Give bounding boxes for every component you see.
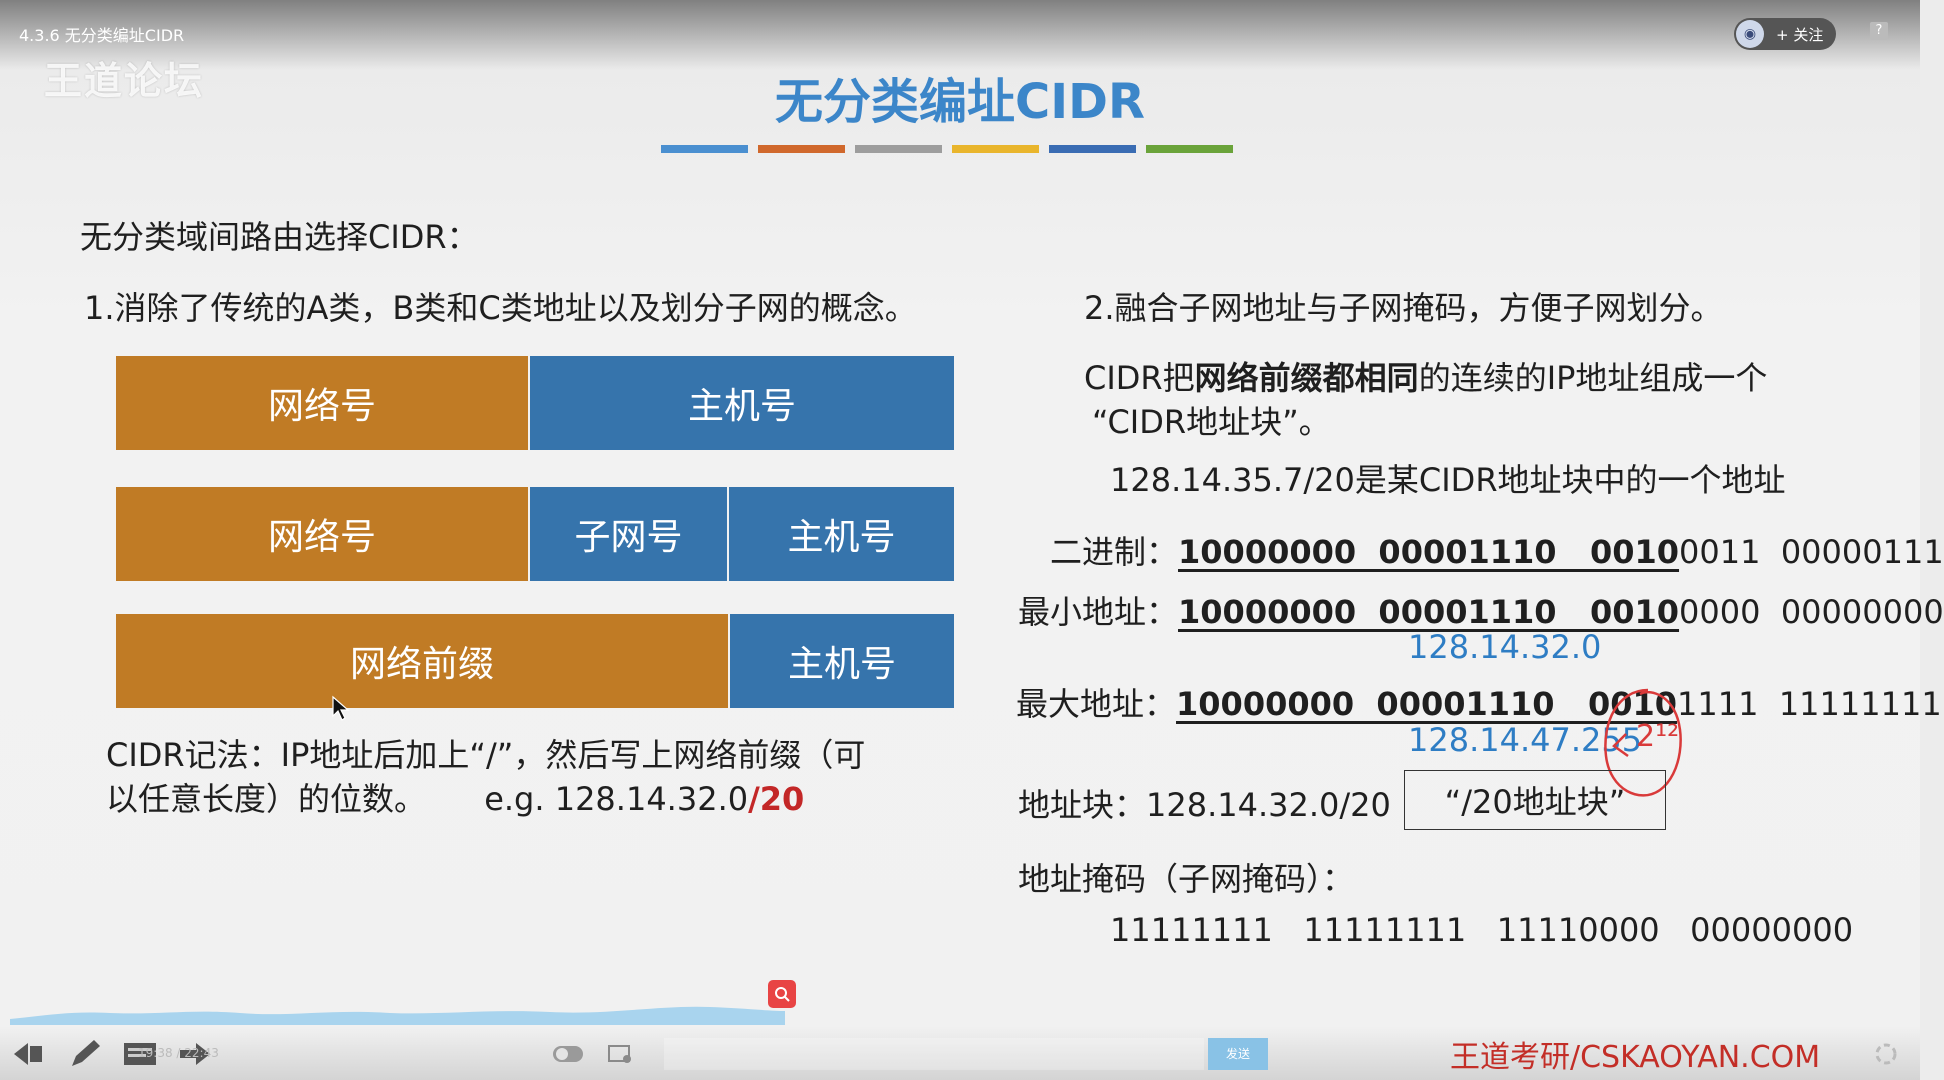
color-bar — [1146, 145, 1233, 153]
help-icon[interactable]: ? — [1870, 22, 1888, 40]
cursor-icon — [332, 695, 350, 721]
point-1: 1.消除了传统的A类，B类和C类地址以及划分子网的概念。 — [84, 289, 917, 327]
notation-line-2: 以任意长度）的位数。 e.g. 128.14.32.0/20 — [106, 774, 804, 820]
color-bar — [952, 145, 1039, 153]
color-bar — [758, 145, 845, 153]
color-bar — [1049, 145, 1136, 153]
video-title: 4.3.6 无分类编址CIDR — [19, 26, 185, 45]
slide-title: 无分类编址CIDR — [775, 74, 1145, 130]
timecode: 19:38 / 22:43 — [138, 1046, 219, 1060]
min-label: 最小地址： — [1018, 593, 1179, 631]
fullscreen-icon — [1875, 1043, 1897, 1065]
address-block-label: 地址块：128.14.32.0/20 — [1018, 786, 1391, 824]
next-button[interactable] — [176, 1038, 216, 1070]
notation-line-1: CIDR记法：IP地址后加上“/”，然后写上网络前缀（可 — [106, 736, 866, 774]
host-block: 主机号 — [730, 614, 954, 708]
follow-label: + 关注 — [1776, 25, 1824, 44]
binary-prefix: 10000000 00001110 0010 — [1178, 533, 1680, 571]
audio-waveform[interactable] — [10, 995, 785, 1025]
brand-watermark: 王道考研/CSKAOYAN.COM — [1450, 1040, 1821, 1075]
intro-text: 无分类域间路由选择CIDR： — [80, 218, 479, 256]
cidr-desc-c: 的连续的IP地址组成一个 — [1418, 359, 1768, 397]
handwritten-annotation: 2¹² — [1604, 688, 1682, 797]
watermark-logo: 王道论坛 — [44, 59, 205, 103]
point-2: 2.融合子网地址与子网掩码，方便子网划分。 — [1084, 289, 1723, 327]
danmaku-settings-button[interactable] — [600, 1038, 640, 1070]
max-address-value: 128.14.47.255 — [1408, 721, 1643, 759]
cidr-desc-bold: 网络前缀都相同 — [1194, 359, 1419, 397]
binary-rest: 0011 00000111 — [1679, 533, 1944, 571]
network-prefix-block: 网络前缀 — [116, 614, 728, 708]
danmaku-settings-icon — [608, 1045, 631, 1063]
binary-row: 二进制：10000000 00001110 00100011 00000111 — [1050, 527, 1944, 573]
host-block: 主机号 — [729, 487, 954, 581]
avatar-icon: ◉ — [1736, 20, 1764, 48]
slides-button[interactable] — [120, 1038, 160, 1070]
next-arrow-icon — [180, 1043, 210, 1065]
notation-example: e.g. 128.14.32.0 — [484, 780, 749, 818]
previous-button[interactable] — [8, 1038, 48, 1070]
notation-text: 以任意长度）的位数。 — [106, 780, 427, 818]
color-bar — [855, 145, 942, 153]
binary-label: 二进制： — [1050, 533, 1179, 571]
follow-button[interactable]: ◉ + 关注 — [1734, 18, 1836, 50]
max-address-row: 最大地址：10000000 00001110 00101111 11111111 — [1016, 679, 1942, 725]
color-bar — [661, 145, 748, 153]
danmaku-toggle[interactable] — [548, 1038, 588, 1070]
network-block: 网络号 — [116, 487, 528, 581]
cidr-desc-a: CIDR把 — [1084, 359, 1195, 397]
title-color-bars — [661, 145, 1233, 153]
network-block: 网络号 — [116, 356, 528, 450]
max-prefix: 10000000 00001110 0010 — [1176, 685, 1678, 723]
mask-value: 11111111 11111111 11110000 00000000 — [1110, 911, 1854, 949]
toggle-icon — [553, 1046, 583, 1062]
example-address: 128.14.35.7/20是某CIDR地址块中的一个地址 — [1110, 461, 1786, 499]
host-block: 主机号 — [530, 356, 954, 450]
search-icon — [775, 987, 790, 1002]
slides-icon — [124, 1043, 156, 1065]
max-label: 最大地址： — [1016, 685, 1177, 723]
pen-icon — [72, 1040, 100, 1066]
previous-icon — [14, 1043, 42, 1065]
subnet-block: 子网号 — [530, 487, 727, 581]
annotation-text: 2¹² — [1636, 719, 1679, 754]
send-button[interactable]: 发送 — [1208, 1038, 1268, 1070]
min-address-value: 128.14.32.0 — [1408, 628, 1602, 666]
mask-label: 地址掩码（子网掩码）： — [1018, 860, 1355, 898]
address-block-name: “/20地址块” — [1404, 770, 1666, 830]
danmaku-input[interactable] — [664, 1038, 1204, 1070]
cidr-description: CIDR把网络前缀都相同的连续的IP地址组成一个 — [1084, 353, 1767, 399]
search-button[interactable] — [768, 980, 796, 1008]
top-bar: 4.3.6 无分类编址CIDR 王道论坛 ◉ + 关注 ? — [0, 0, 1920, 103]
notation-suffix: /20 — [748, 780, 805, 818]
min-prefix: 10000000 00001110 0010 — [1178, 593, 1680, 631]
min-rest: 0000 00000000 — [1679, 593, 1944, 631]
cidr-description-line2: “CIDR地址块”。 — [1092, 403, 1331, 441]
max-rest: 1111 11111111 — [1677, 685, 1942, 723]
player-control-bar — [0, 1026, 1920, 1080]
pen-button[interactable] — [64, 1038, 104, 1070]
fullscreen-button[interactable] — [1866, 1038, 1906, 1070]
min-address-row: 最小地址：10000000 00001110 00100000 00000000 — [1018, 587, 1944, 633]
